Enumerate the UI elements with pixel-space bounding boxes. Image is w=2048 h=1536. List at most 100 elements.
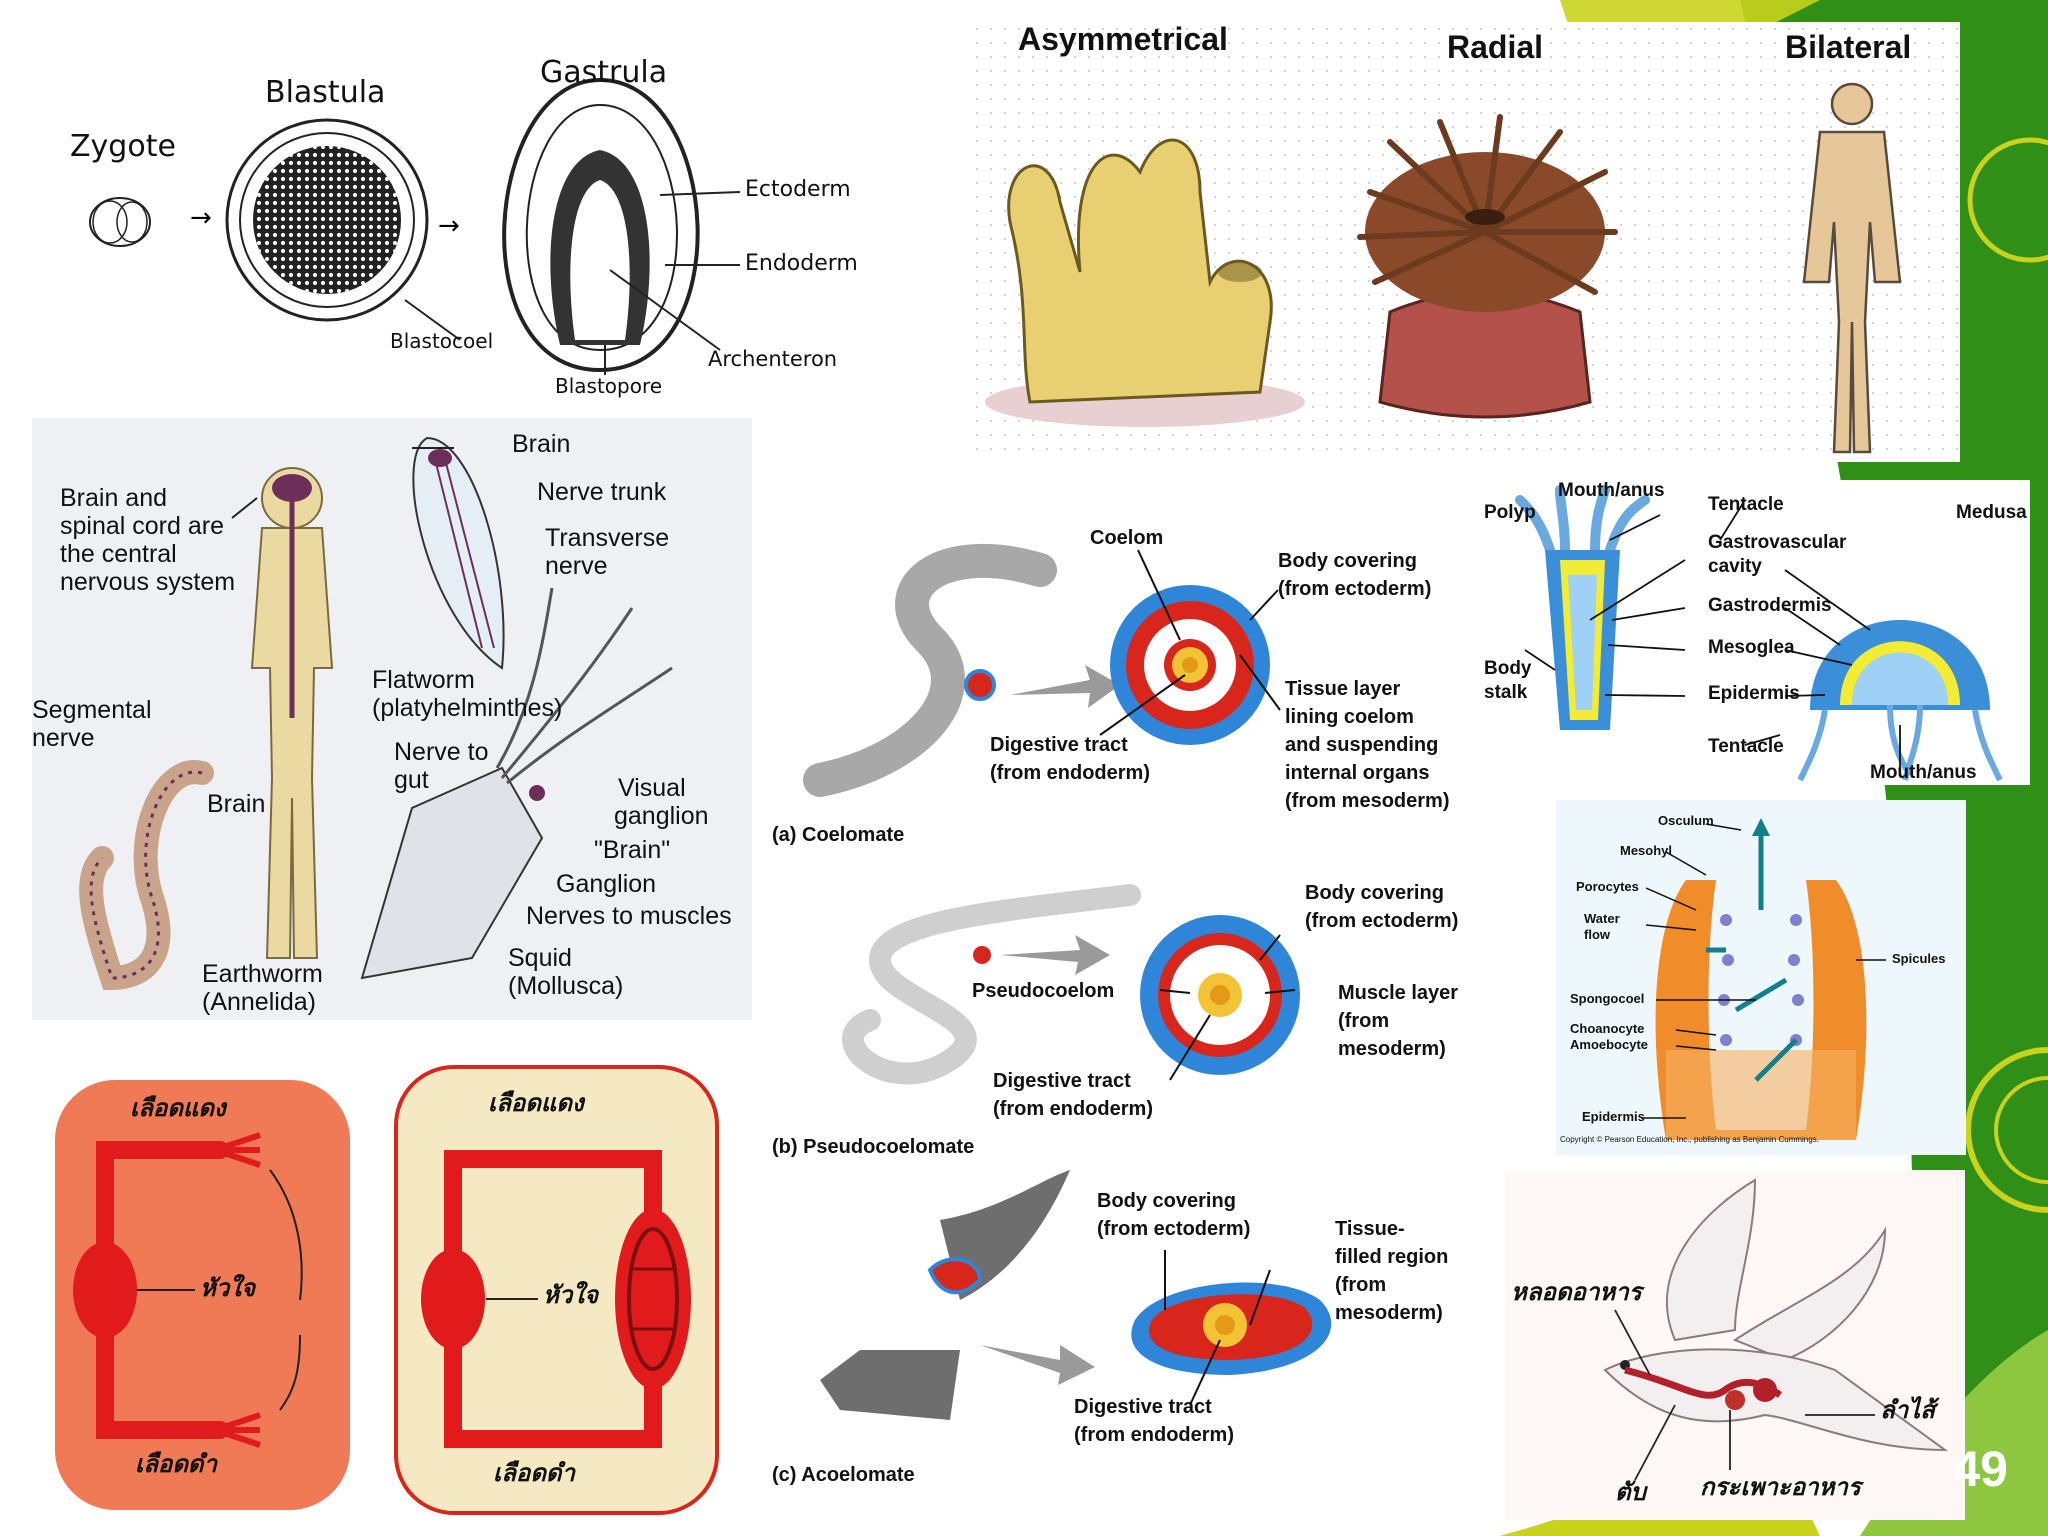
tissue-filled-4: mesoderm)	[1335, 1302, 1443, 1324]
endoderm-label: Endoderm	[745, 251, 858, 276]
tissue-layer-2: lining coelom	[1285, 706, 1414, 728]
gastrovascular-line-2: cavity	[1708, 556, 1762, 577]
brain-cns-line-1: Brain and	[60, 484, 168, 512]
closed-heart-icon	[421, 1249, 485, 1349]
symmetry-panel: Asymmetrical Radial Bilateral	[970, 22, 1960, 462]
open-heart-label: หัวใจ	[200, 1275, 256, 1302]
body-stalk-line-2: stalk	[1484, 682, 1528, 703]
polyp-label: Polyp	[1484, 502, 1536, 523]
bird-digestion-panel: หลอดอาหาร ลำไส้ ตับ กระเพาะอาหาร	[1505, 1170, 1965, 1520]
open-heart-icon	[73, 1242, 137, 1338]
coelomate-section-icon	[1110, 585, 1270, 745]
coelom-panel: Coelom Body covering (from ectoderm) Tis…	[760, 480, 1480, 1490]
bird-icon	[1603, 1178, 1949, 1452]
earthworm-icon	[79, 760, 214, 991]
body-covering-c-1: Body covering	[1097, 1190, 1236, 1212]
brain-cns-line-4: nervous system	[60, 568, 236, 596]
caption-coelomate: (a) Coelomate	[772, 824, 905, 846]
ectoderm-label: Ectoderm	[745, 177, 851, 202]
sponge-body-icon	[1655, 880, 1867, 1140]
choanocyte-label: Choanocyte	[1570, 1021, 1645, 1036]
sponge-anatomy-panel: Osculum Mesohyl Porocytes Water flow Spi…	[1556, 800, 1966, 1155]
gastrula-icon	[502, 77, 700, 373]
tissue-filled-2: filled region	[1335, 1246, 1449, 1268]
acoelomate-flatworm-icon	[820, 1170, 1070, 1420]
mesoglea-label: Mesoglea	[1708, 637, 1795, 658]
radial-label: Radial	[1447, 29, 1544, 65]
visual-line-1: Visual	[618, 774, 686, 802]
body-covering-a-2: (from ectoderm)	[1278, 578, 1432, 600]
ganglion-label: Ganglion	[556, 870, 657, 898]
porocytes-label: Porocytes	[1576, 879, 1639, 894]
nerve-gut-line-2: gut	[394, 766, 429, 794]
spicules-label: Spicules	[1892, 951, 1946, 966]
intestine-label: ลำไส้	[1880, 1397, 1935, 1424]
human-figure-icon	[1802, 82, 1902, 454]
bilateral-label: Bilateral	[1785, 29, 1912, 65]
digestive-a-2: (from endoderm)	[990, 762, 1150, 784]
human-nervous-icon	[250, 467, 334, 959]
tissue-layer-4: internal organs	[1285, 762, 1430, 784]
tissue-layer-1: Tissue layer	[1285, 678, 1401, 700]
medusa-label: Medusa	[1956, 502, 2027, 523]
digestive-c-1: Digestive tract	[1074, 1396, 1212, 1418]
mouth-anus-top-label: Mouth/anus	[1558, 480, 1665, 501]
capillary-icon	[214, 1132, 261, 1448]
tissue-layer-3: and suspending	[1285, 734, 1439, 756]
water-flow-icon	[1706, 830, 1798, 1082]
tissue-layer-5: (from mesoderm)	[1285, 790, 1450, 812]
svg-text:→: →	[190, 203, 212, 233]
arrow-a-icon	[1010, 665, 1120, 708]
blastula-label: Blastula	[265, 75, 386, 110]
transverse-line-2: nerve	[545, 552, 608, 580]
cnidaria-panel: Polyp Mouth/anus Tentacle Medusa Gastrov…	[1480, 480, 2030, 785]
digestive-c-2: (from endoderm)	[1074, 1424, 1234, 1446]
pseudocoelom-label: Pseudocoelom	[972, 980, 1115, 1002]
brain-cns-line-3: the central	[60, 540, 177, 568]
anemone-figure-icon	[1357, 114, 1618, 419]
brain-worm-label: Brain	[207, 790, 266, 818]
body-stalk-line-1: Body	[1484, 658, 1532, 679]
spongocoel-label: Spongocoel	[1570, 991, 1645, 1006]
page-number: 49	[1952, 1441, 2008, 1497]
coelom-label: Coelom	[1090, 527, 1164, 549]
gastrovascular-line-1: Gastrovascular	[1708, 532, 1847, 553]
closed-dark-blood-label: เลือดดำ	[493, 1460, 575, 1487]
asymmetrical-label: Asymmetrical	[1018, 22, 1228, 57]
water-flow-line-1: Water	[1584, 911, 1620, 926]
muscle-layer-1: Muscle layer	[1338, 982, 1459, 1004]
closed-red-blood-label: เลือดแดง	[488, 1090, 584, 1117]
squid-line-2: (Mollusca)	[508, 972, 624, 1000]
caption-pseudocoelomate: (b) Pseudocoelomate	[772, 1136, 975, 1158]
brain-squid-label: "Brain"	[594, 836, 671, 864]
mesohyl-label: Mesohyl	[1620, 843, 1673, 858]
arrow-c-icon	[980, 1345, 1095, 1385]
digestive-b-2: (from endoderm)	[993, 1098, 1153, 1120]
sponge-figure-icon	[985, 138, 1305, 427]
digestive-b-1: Digestive tract	[993, 1070, 1131, 1092]
segmental-line-1: Segmental	[32, 696, 152, 724]
nerve-trunk-label: Nerve trunk	[537, 478, 667, 506]
nerve-gut-line-1: Nerve to	[394, 738, 489, 766]
open-circulation-panel: เลือดแดง หัวใจ เลือดดำ	[55, 1080, 350, 1510]
body-covering-b-1: Body covering	[1305, 882, 1444, 904]
nerves-muscles-label: Nerves to muscles	[526, 902, 732, 930]
stomach-label: กระเพาะอาหาร	[1700, 1474, 1861, 1501]
blastopore-label: Blastopore	[555, 374, 663, 398]
medusa-icon	[1797, 620, 2003, 782]
capillary-net-icon	[615, 1209, 691, 1389]
earthworm-line-2: (Annelida)	[202, 988, 316, 1016]
gastrula-label: Gastrula	[540, 55, 668, 90]
sponge-copyright: Copyright © Pearson Education, Inc., pub…	[1560, 1135, 1819, 1144]
blastocoel-label: Blastocoel	[390, 329, 494, 353]
coelomate-worm-icon	[803, 544, 1057, 797]
tissue-filled-1: Tissue-	[1335, 1218, 1405, 1240]
sponge-epidermis-label: Epidermis	[1582, 1109, 1645, 1124]
esophagus-label: หลอดอาหาร	[1511, 1279, 1642, 1306]
closed-circulation-panel: เลือดแดง หัวใจ เลือดดำ	[394, 1065, 719, 1515]
body-covering-a-1: Body covering	[1278, 550, 1417, 572]
squid-line-1: Squid	[508, 944, 572, 972]
brain-cns-line-2: spinal cord are	[60, 512, 224, 540]
acoelomate-section-icon	[1131, 1282, 1332, 1375]
brain-label: Brain	[512, 430, 571, 458]
